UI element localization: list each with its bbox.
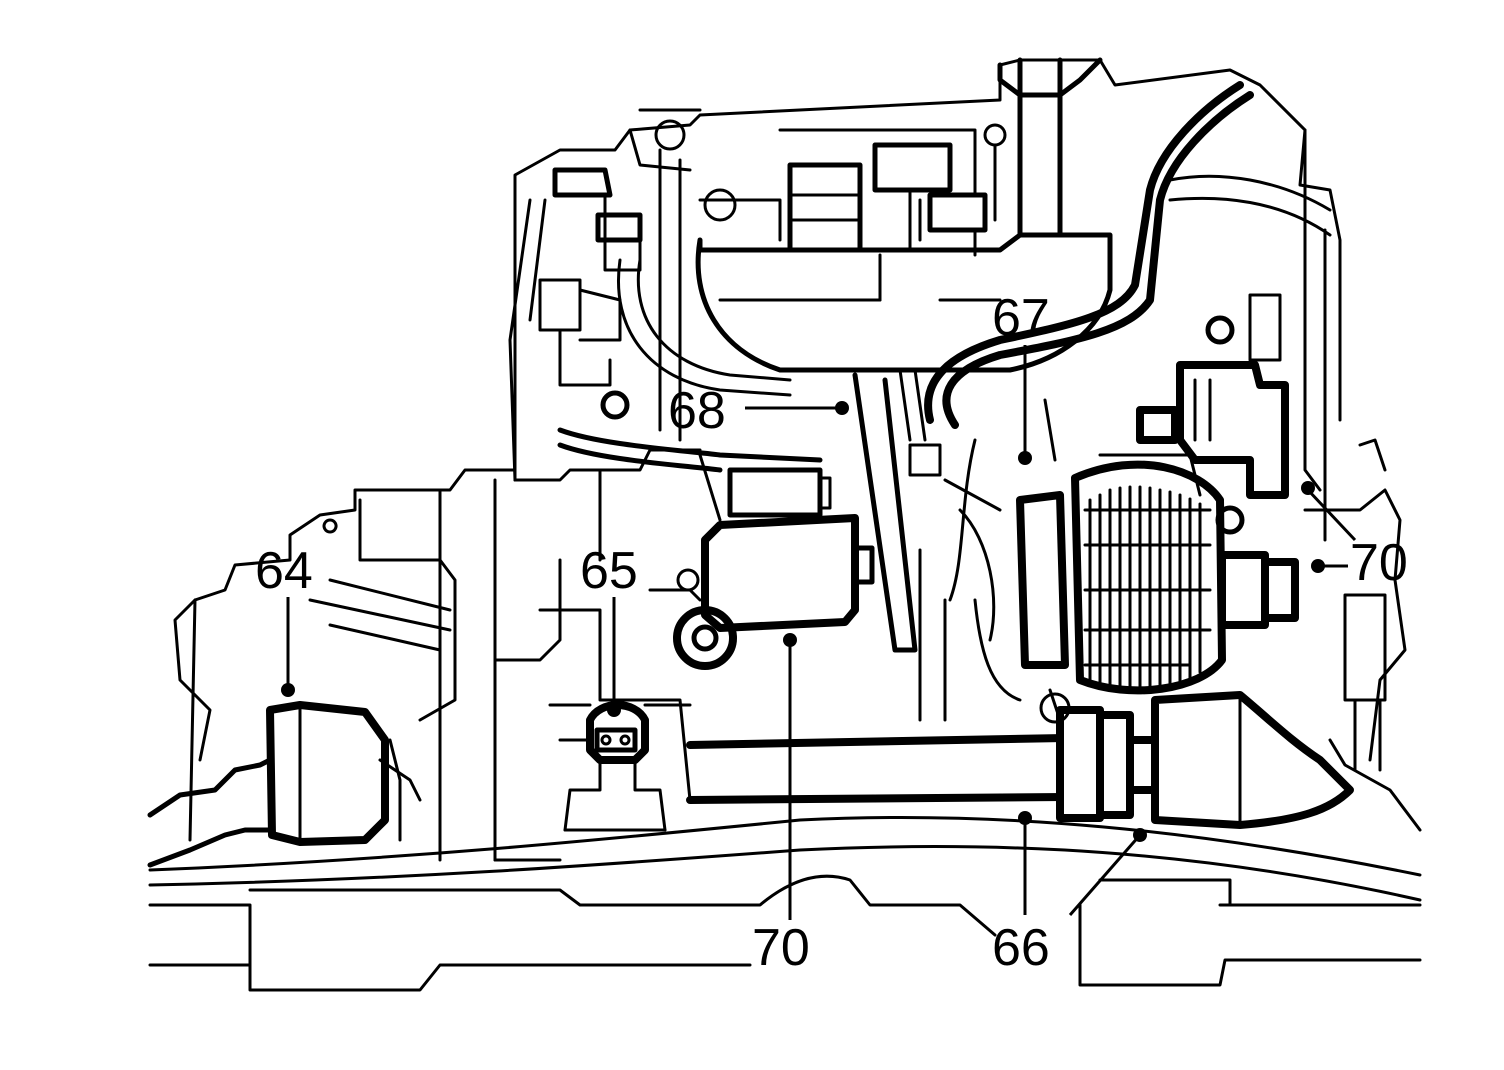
intake-manifold [628,57,1113,373]
misc-lines [918,398,1057,722]
callout-64: 64 [255,542,313,600]
alternator [1016,453,1299,695]
subframe [148,815,1422,992]
callout-65: 65 [580,542,638,600]
transmission-housing [173,468,517,862]
right-bracket [1136,128,1327,542]
engine-mount-center [548,701,692,832]
callout-67: 67 [992,289,1050,347]
drive-shaft [686,688,1354,829]
callouts: 64 65 66 67 68 70 70 [255,289,1408,977]
left-sensors [508,108,702,482]
engine-mount-left [147,701,422,868]
dipstick-tube [698,368,942,653]
starter-motor [673,467,875,670]
callout-70-right: 70 [1350,534,1408,592]
callout-70-bottom: 70 [752,919,810,977]
right-housing [1303,438,1422,832]
callout-68: 68 [668,382,726,440]
callout-66: 66 [992,919,1050,977]
